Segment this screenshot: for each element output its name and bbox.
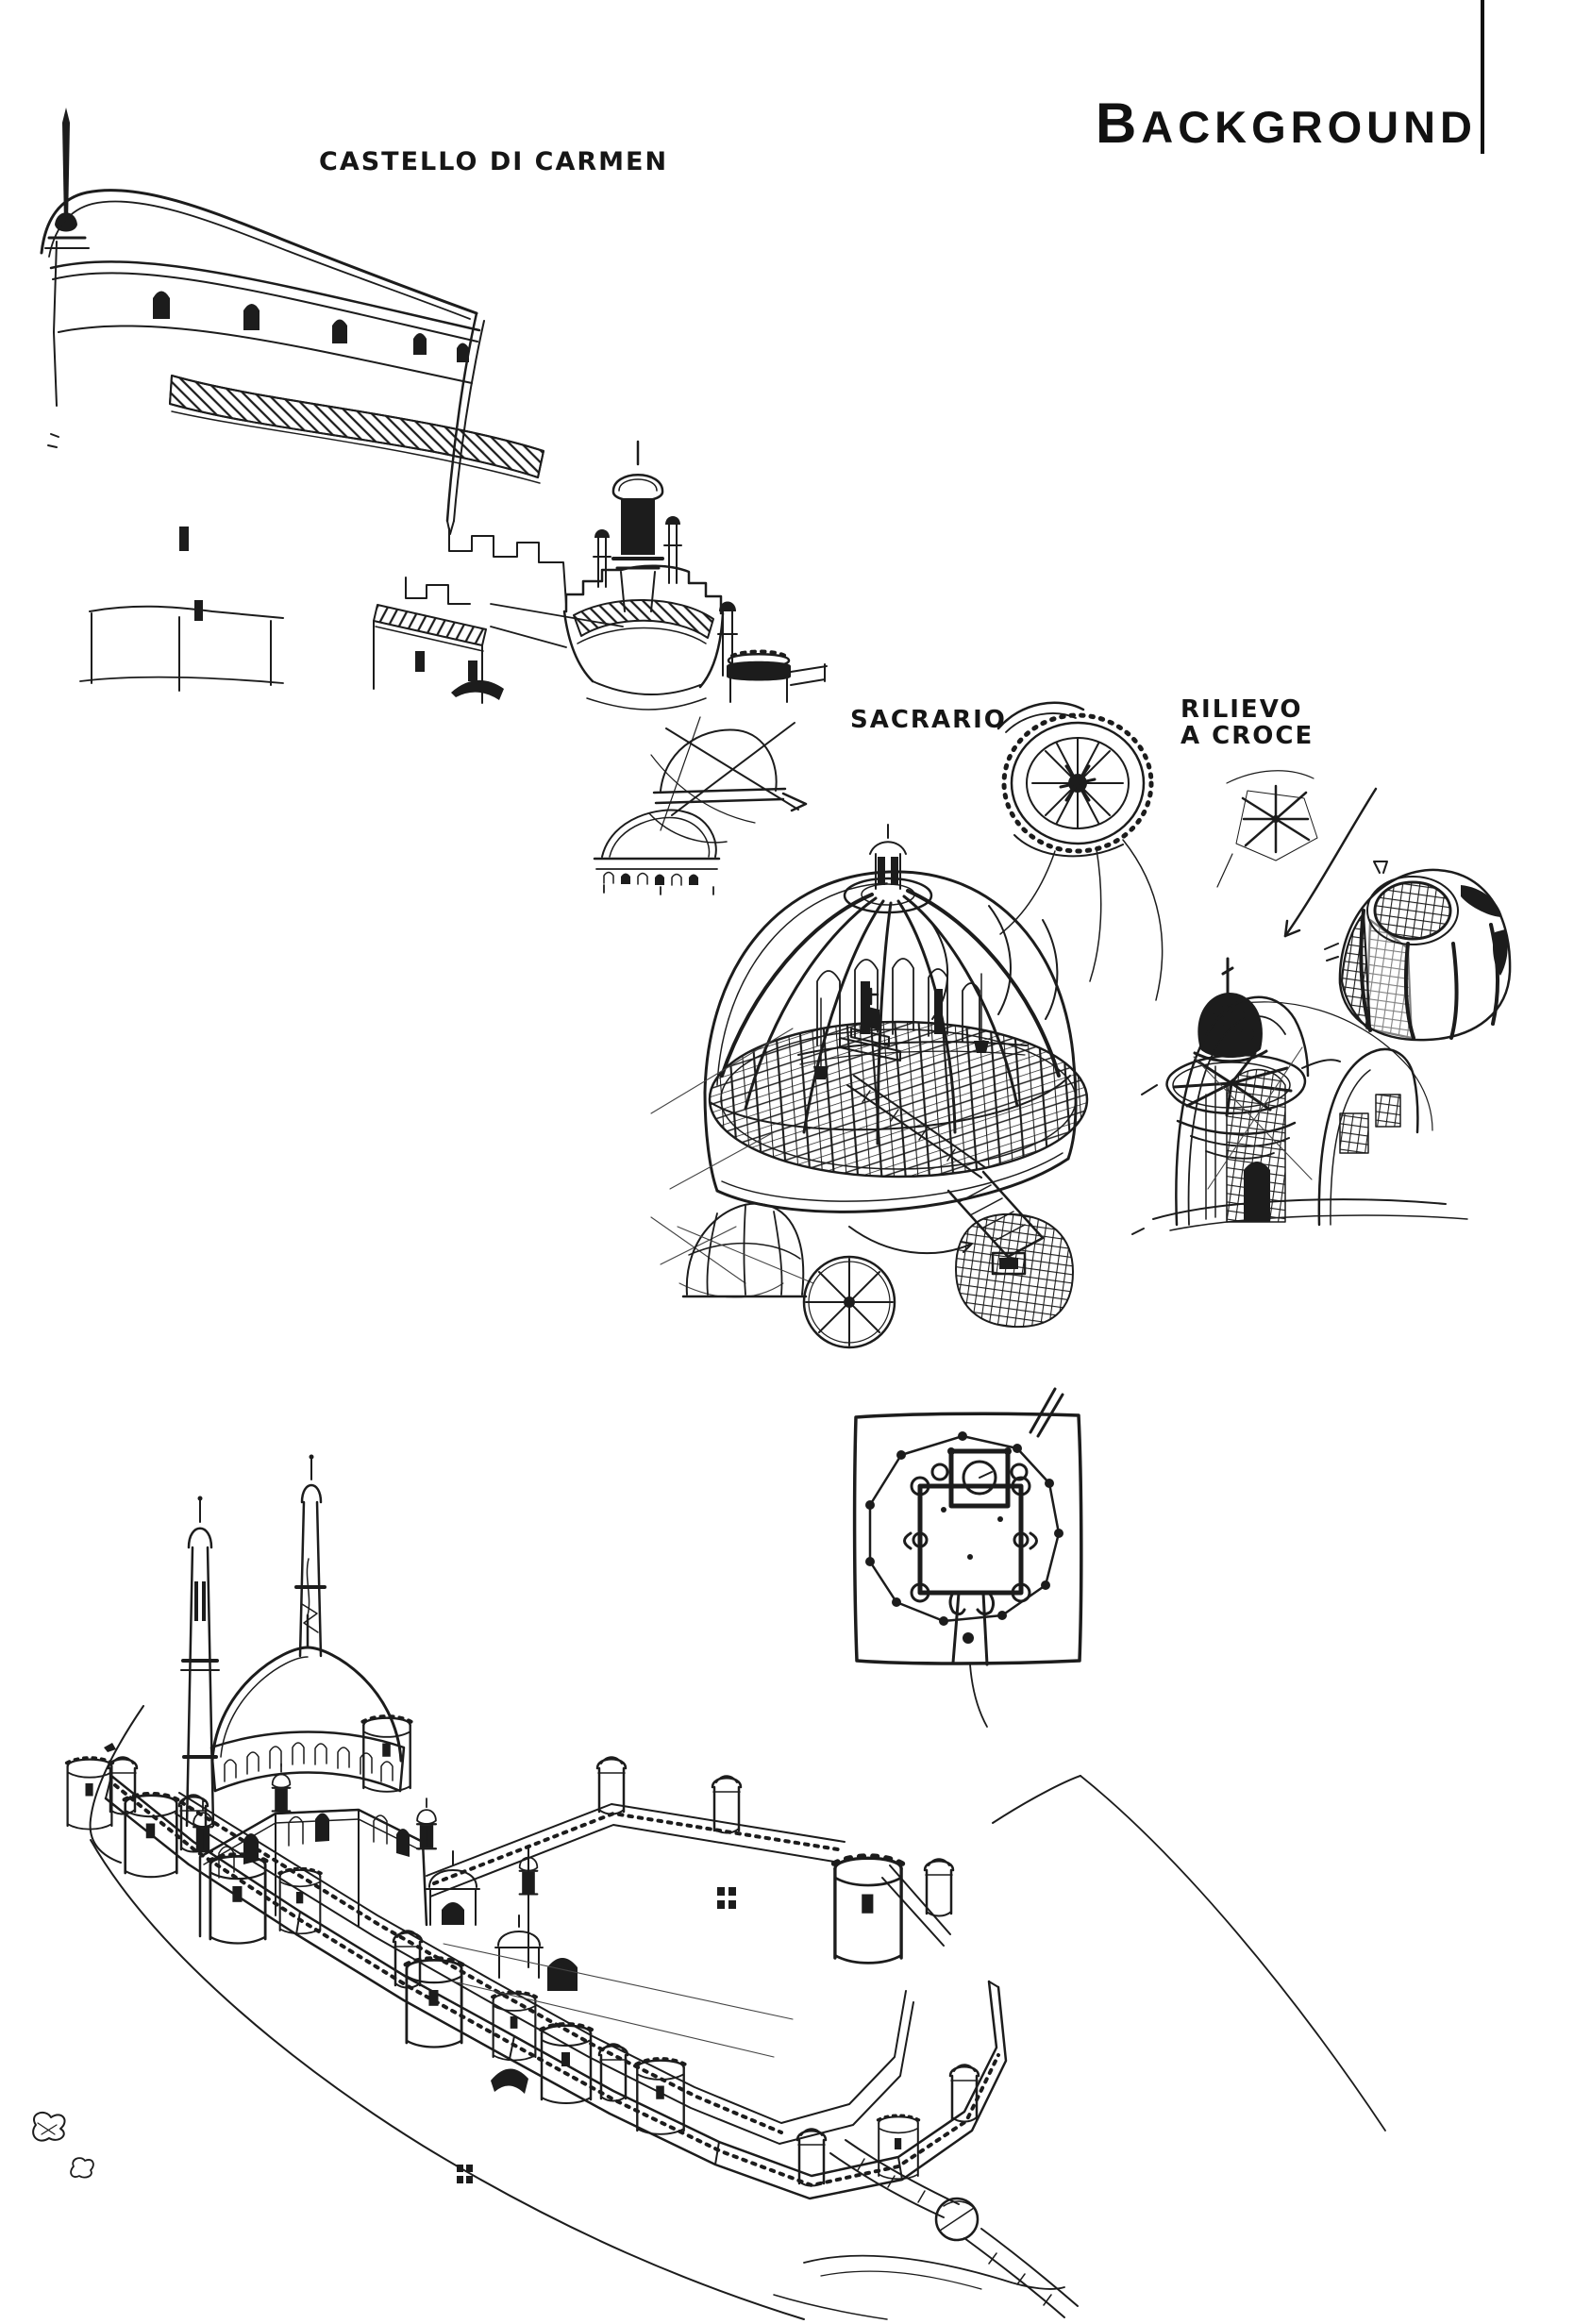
arrow-annotation — [1283, 787, 1378, 938]
label-rilievo-line1: RILIEVO — [1180, 695, 1303, 724]
rosette-dome-top-view-sketch — [1001, 712, 1154, 858]
dome-study-ribbed-hemisphere-sketch — [677, 1202, 814, 1298]
sacrario-dome-studies-sketch — [593, 701, 1164, 1349]
label-sacrario: SACRARIO — [850, 706, 1007, 734]
causeway-sketch — [829, 2139, 1079, 2318]
label-castello-di-carmen: CASTELLO DI CARMEN — [319, 147, 669, 176]
fortress-complex-sketch — [32, 1454, 1386, 2320]
right-wing-walls — [360, 1714, 955, 2058]
terrain-lines — [32, 1705, 1386, 2320]
outer-wall — [104, 1756, 1008, 2200]
dome-study-arcade-sketch — [593, 809, 721, 895]
fortress-floor-plan-sketch — [852, 1387, 1083, 1728]
dome-study-wheel-sketch — [802, 1255, 896, 1349]
central-mosque — [180, 1454, 544, 1979]
ribbed-dome-sketch — [1324, 861, 1512, 1042]
star-doodle-sketch — [1216, 770, 1318, 888]
bow-arc-doodles — [929, 839, 1164, 1020]
label-rilievo-line2: A CROCE — [1180, 722, 1314, 750]
page-title: BACKGROUND — [1096, 95, 1477, 152]
label-rilievo-a-croce: RILIEVO A CROCE — [1180, 696, 1314, 749]
crescent-sketch — [996, 701, 1085, 733]
arched-facade-sketch — [1131, 995, 1468, 1235]
castello-di-carmen-sketch — [40, 108, 828, 711]
dome-study-grid-sphere-sketch — [955, 1212, 1074, 1329]
header-rule — [1481, 0, 1484, 154]
dome-study-crossed-sketch — [648, 716, 808, 844]
page-title-rest: ACKGROUND — [1141, 102, 1477, 152]
page-title-initial: B — [1095, 92, 1142, 155]
rilievo-a-croce-studies-sketch — [1131, 770, 1512, 1235]
inner-wall — [64, 1756, 914, 2145]
